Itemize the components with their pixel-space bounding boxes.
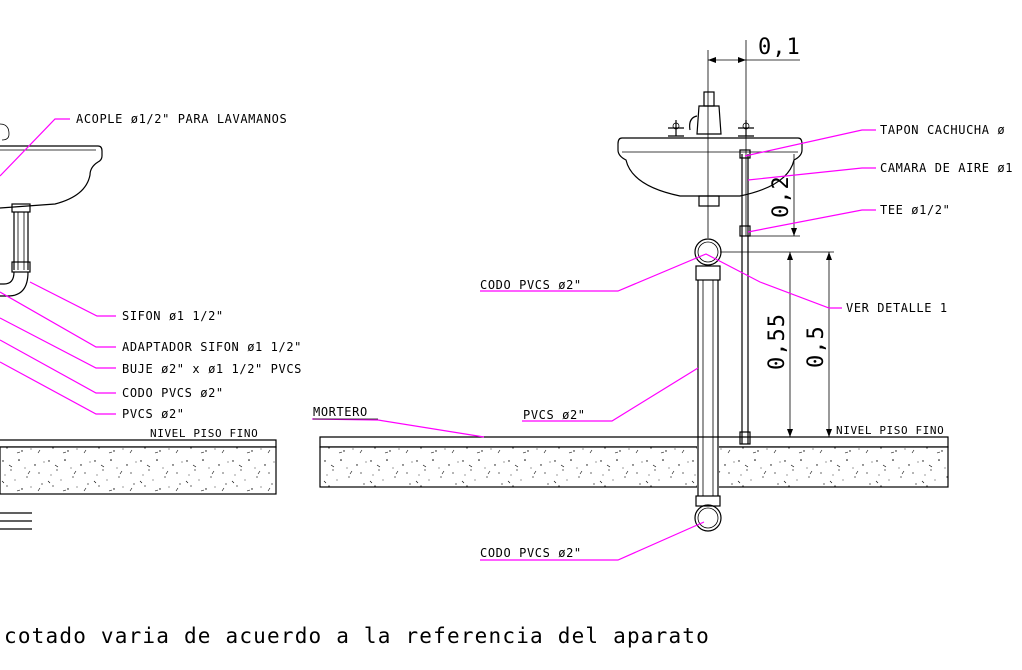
right-floor-line (319, 436, 949, 448)
label-codo-left: CODO PVCS ø2" (122, 386, 224, 400)
label-adaptador: ADAPTADOR SIFON ø1 1/2" (122, 340, 302, 354)
label-sifon: SIFON ø1 1/2" (122, 309, 224, 323)
dim-drain-value: 0,55 (765, 313, 790, 370)
label-pvcs-mid: PVCS ø2" (523, 408, 586, 422)
label-pvcs-left: PVCS ø2" (122, 407, 185, 421)
dimension-drain (720, 251, 834, 437)
right-sink (617, 137, 803, 197)
dim-tee-value: 0,2 (769, 175, 794, 218)
left-trap (0, 271, 29, 297)
air-chamber-pipe (741, 154, 749, 444)
label-mortero: MORTERO (313, 405, 368, 419)
dim-pipe-value: 0,5 (804, 325, 829, 368)
label-tapon: TAPON CACHUCHA ø (880, 123, 1005, 137)
codo-bottom (694, 504, 722, 532)
dimension-pipe (826, 252, 832, 437)
right-slab (319, 446, 949, 488)
footnote: cotado varia de acuerdo a la referencia … (4, 624, 710, 648)
label-nivel-left: NIVEL PISO FINO (150, 427, 258, 440)
dimension-tee (748, 154, 800, 237)
dimension-top (708, 40, 800, 236)
label-nivel-right: NIVEL PISO FINO (836, 424, 944, 437)
left-drain-tail (11, 203, 31, 213)
left-symbol-lines (0, 512, 32, 530)
label-acople: ACOPLE ø1/2" PARA LAVAMANOS (76, 112, 287, 126)
label-codo-bottom: CODO PVCS ø2" (480, 546, 582, 560)
label-ver-detalle: VER DETALLE 1 (846, 301, 948, 315)
codo-top (694, 238, 722, 266)
left-slab (0, 446, 277, 495)
label-codo-top: CODO PVCS ø2" (480, 278, 582, 292)
faucet (668, 91, 754, 137)
left-detail (0, 118, 277, 530)
label-tee: TEE ø1/2" (880, 203, 950, 217)
label-buje: BUJE ø2" x ø1 1/2" PVCS (122, 362, 302, 376)
label-camara: CAMARA DE AIRE ø1 (880, 161, 1013, 175)
right-detail (311, 40, 949, 561)
dim-top-value: 0,1 (758, 35, 801, 60)
left-faucet-arc (0, 123, 10, 141)
left-floor-line (0, 439, 277, 448)
left-sink (0, 145, 103, 209)
